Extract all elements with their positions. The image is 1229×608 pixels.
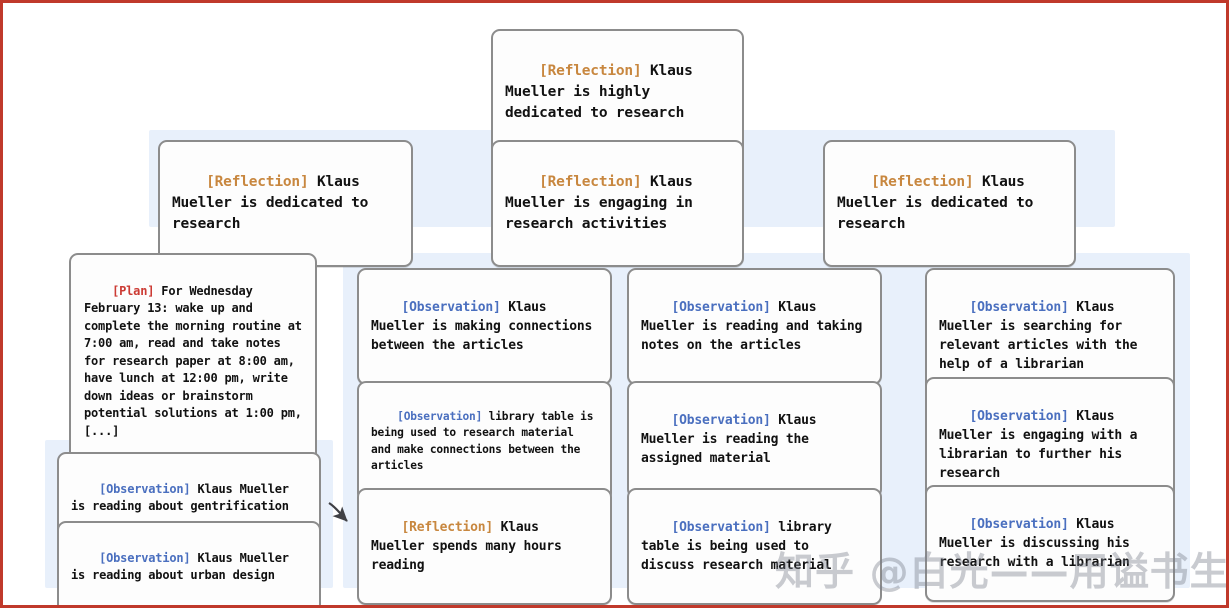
evidence-node-3-3[interactable]: [Observation] Klaus Mueller is discussin… <box>925 485 1175 602</box>
node-tag: [Reflection] <box>871 174 974 190</box>
evidence-node-2-3[interactable]: [Observation] library table is being use… <box>627 488 882 605</box>
node-text: library table is being used to research … <box>371 409 600 473</box>
node-tag: [Observation] <box>397 409 483 423</box>
node-tag: [Observation] <box>969 517 1069 532</box>
node-text: library table is being used to discuss r… <box>641 520 840 573</box>
node-tag: [Observation] <box>969 300 1069 315</box>
reflection-node-middle[interactable]: [Reflection] Klaus Mueller is engaging i… <box>491 140 744 267</box>
node-tag: [Observation] <box>99 550 191 565</box>
node-tag: [Observation] <box>401 300 501 315</box>
node-text: Klaus Mueller is reading the assigned ma… <box>641 413 825 466</box>
evidence-node-2-2[interactable]: [Observation] Klaus Mueller is reading t… <box>627 381 882 498</box>
node-tag: [Observation] <box>671 300 771 315</box>
node-tag: [Observation] <box>969 409 1069 424</box>
node-text: For Wednesday February 13: wake up and c… <box>84 283 309 438</box>
node-tag: [Reflection] <box>539 174 642 190</box>
evidence-node-1-3[interactable]: [Reflection] Klaus Mueller spends many h… <box>357 488 612 605</box>
node-text: Klaus Mueller is reading and taking note… <box>641 300 870 353</box>
node-text: Klaus Mueller is discussing his research… <box>939 517 1138 570</box>
observation-node-urban-design[interactable]: [Observation] Klaus Mueller is reading a… <box>57 521 321 605</box>
node-tag: [Observation] <box>671 413 771 428</box>
evidence-node-1-1[interactable]: [Observation] Klaus Mueller is making co… <box>357 268 612 385</box>
root-reflection-node[interactable]: [Reflection] Klaus Mueller is highly ded… <box>491 29 744 156</box>
node-tag: [Observation] <box>671 520 771 535</box>
evidence-node-1-2[interactable]: [Observation] library table is being use… <box>357 381 612 502</box>
node-tag: [Plan] <box>112 283 155 298</box>
node-text: Klaus Mueller is engaging with a librari… <box>939 409 1145 481</box>
node-text: Klaus Mueller is highly dedicated to res… <box>505 63 702 121</box>
node-text: Klaus Mueller is reading about urban des… <box>71 550 296 583</box>
node-text: Klaus Mueller is dedicated to research <box>172 174 377 232</box>
node-text: Klaus Mueller is dedicated to research <box>837 174 1042 232</box>
node-tag: [Reflection] <box>539 63 642 79</box>
node-tag: [Reflection] <box>401 520 494 535</box>
reflection-node-right[interactable]: [Reflection] Klaus Mueller is dedicated … <box>823 140 1076 267</box>
node-text: Klaus Mueller is searching for relevant … <box>939 300 1145 372</box>
evidence-node-2-1[interactable]: [Observation] Klaus Mueller is reading a… <box>627 268 882 385</box>
node-tag: [Observation] <box>99 481 191 496</box>
node-text: Klaus Mueller is making connections betw… <box>371 300 600 353</box>
reflection-node-left[interactable]: [Reflection] Klaus Mueller is dedicated … <box>158 140 413 267</box>
node-text: Klaus Mueller spends many hours reading <box>371 520 570 573</box>
plan-node[interactable]: [Plan] For Wednesday February 13: wake u… <box>69 253 317 470</box>
node-tag: [Reflection] <box>206 174 309 190</box>
node-text: Klaus Mueller is engaging in research ac… <box>505 174 702 232</box>
node-text: Klaus Mueller is reading about gentrific… <box>71 481 296 514</box>
watermark: 知乎 @白光——用谥书生 <box>775 550 1229 595</box>
